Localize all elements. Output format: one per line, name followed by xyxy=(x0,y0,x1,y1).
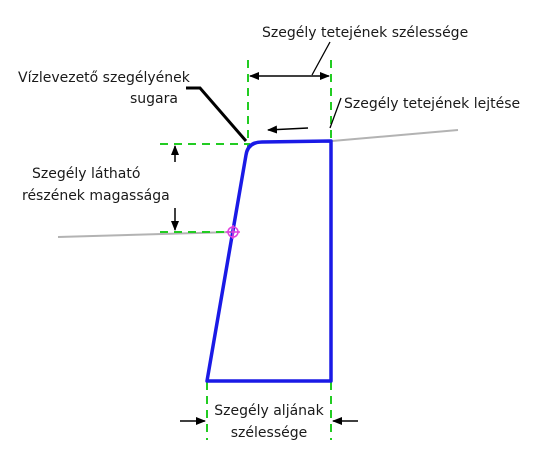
visible-height-label-line1: Szegély látható xyxy=(32,166,140,182)
gutter-radius-label-line2: sugara xyxy=(130,91,178,107)
insertion-point-marker xyxy=(226,225,240,239)
bottom-width-label-line1: Szegély aljának xyxy=(214,403,324,419)
dimension-guides xyxy=(160,60,332,440)
leader-lines xyxy=(186,41,342,142)
top-slope-arrow xyxy=(267,125,309,134)
ground-line-right xyxy=(331,129,459,142)
visible-height-label-line2: részének magassága xyxy=(22,188,170,204)
bottom-width-label-line2: szélessége xyxy=(231,425,307,441)
gutter-radius-leader xyxy=(186,86,248,142)
top-slope-leader xyxy=(329,97,342,129)
top-width-leader xyxy=(311,41,331,76)
dimension-arrows xyxy=(171,72,358,425)
curb-outline xyxy=(205,139,333,383)
top-slope-label: Szegély tetejének lejtése xyxy=(344,96,520,112)
gutter-radius-label-line1-visible: Vízlevezető szegélyének xyxy=(18,70,191,86)
top-width-label: Szegély tetejének szélessége xyxy=(262,25,468,41)
